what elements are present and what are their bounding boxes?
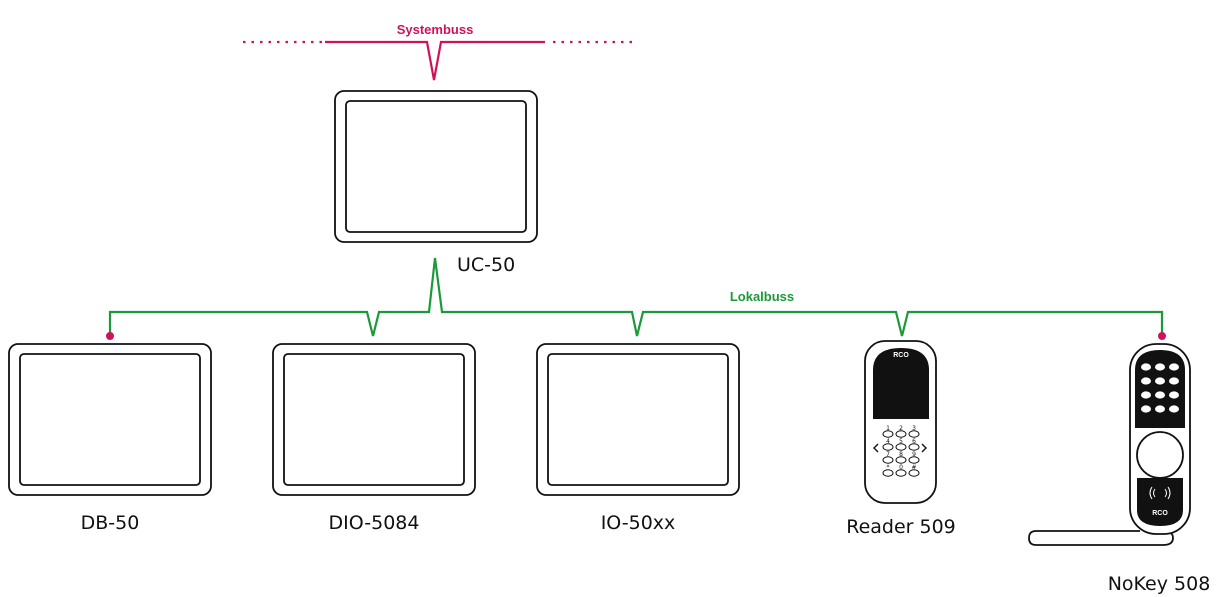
- db50-inner-frame: [19, 353, 201, 486]
- io50xx-label: IO-50xx: [601, 512, 676, 534]
- db50-device: DB-50: [8, 343, 212, 534]
- db50-label: DB-50: [81, 512, 140, 534]
- nokey508-brand: RCO: [1152, 510, 1168, 517]
- db50-bus-connector: [106, 332, 114, 340]
- nokey508-key: [1155, 363, 1165, 371]
- reader509-key: [882, 430, 894, 438]
- nokey508-key: [1141, 391, 1151, 399]
- system-bus-line: [325, 40, 545, 81]
- reader509-device: RCO 1 2 3 4 5 6 7 8 9 * 0 # Reader 509: [846, 340, 956, 538]
- reader509-key-label: 8: [899, 451, 903, 458]
- reader509-key-label: 1: [886, 425, 890, 432]
- io50xx-inner-frame: [547, 353, 729, 486]
- reader509-keypad: 1 2 3 4 5 6 7 8 9 * 0 #: [882, 425, 920, 477]
- reader509-display: [873, 348, 929, 419]
- nokey508-keypad-panel: [1135, 350, 1185, 428]
- nokey508-key: [1155, 405, 1165, 413]
- nokey508-keys: [1141, 363, 1179, 413]
- nokey508-key: [1141, 377, 1151, 385]
- reader509-key-label: #: [911, 464, 916, 471]
- local-bus: Lokalbuss: [106, 257, 1166, 340]
- reader509-key-label: 9: [912, 451, 916, 458]
- dio5084-label: DIO-5084: [329, 512, 420, 534]
- reader509-key: [895, 469, 907, 477]
- reader509-key-label: 7: [886, 451, 890, 458]
- reader509-brand: RCO: [893, 352, 909, 359]
- nokey508-key: [1169, 391, 1179, 399]
- nokey508-key: [1169, 363, 1179, 371]
- nokey508-key: [1169, 405, 1179, 413]
- reader509-key: [882, 443, 894, 451]
- nokey508-knob: [1136, 431, 1184, 479]
- nokey508-key: [1169, 377, 1179, 385]
- dio5084-inner-frame: [283, 353, 465, 486]
- reader509-key-label: 6: [912, 438, 916, 445]
- reader509-key-label: 3: [912, 425, 916, 432]
- nokey508-bus-connector: [1158, 332, 1166, 340]
- reader509-key-label: *: [887, 464, 890, 471]
- system-bus: Systembuss: [243, 22, 632, 81]
- reader509-key: [895, 443, 907, 451]
- dio5084-device: DIO-5084: [272, 343, 476, 534]
- nokey508-rfid-icon: [1149, 486, 1171, 500]
- system-bus-label: Systembuss: [397, 22, 474, 37]
- nokey508-key: [1155, 377, 1165, 385]
- reader509-key-label: 2: [899, 425, 903, 432]
- reader509-key-label: 0: [899, 464, 903, 471]
- reader509-right-arrow-icon: [921, 443, 927, 453]
- reader509-key-label: 4: [886, 438, 890, 445]
- reader509-key: [895, 430, 907, 438]
- reader509-key: [895, 456, 907, 464]
- reader509-label: Reader 509: [846, 516, 956, 538]
- nokey508-key: [1141, 363, 1151, 371]
- nokey508-label: NoKey 508: [1108, 573, 1211, 595]
- nokey508-rfid-panel: [1137, 478, 1183, 526]
- reader509-key: [908, 443, 920, 451]
- reader509-key: [908, 469, 920, 477]
- uc50-inner-frame: [345, 100, 527, 233]
- nokey508-key: [1155, 391, 1165, 399]
- reader509-key: [882, 456, 894, 464]
- uc50-label: UC-50: [457, 254, 515, 276]
- reader509-key-label: 5: [899, 438, 903, 445]
- nokey508-device: RCO NoKey 508: [1028, 343, 1211, 595]
- reader509-key: [882, 469, 894, 477]
- reader509-key: [908, 430, 920, 438]
- local-bus-label: Lokalbuss: [730, 289, 794, 304]
- uc50-device: UC-50: [334, 90, 538, 276]
- nokey508-handle: [1028, 530, 1174, 546]
- reader509-key: [908, 456, 920, 464]
- local-bus-line: [108, 257, 1164, 337]
- reader509-left-arrow-icon: [873, 443, 879, 453]
- io50xx-device: IO-50xx: [536, 343, 740, 534]
- nokey508-key: [1141, 405, 1151, 413]
